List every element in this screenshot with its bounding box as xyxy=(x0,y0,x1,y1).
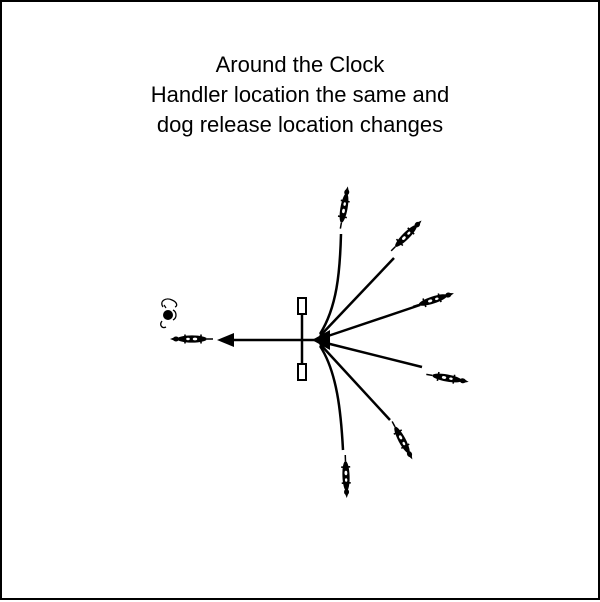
handler-icon xyxy=(160,298,178,329)
dog-icon xyxy=(424,369,471,388)
dog-icon xyxy=(339,454,353,499)
arrow-icon xyxy=(217,333,316,347)
arrow-icon xyxy=(312,330,330,350)
dog-icon xyxy=(387,418,418,463)
dog-icon xyxy=(169,333,214,345)
title-line-2: Handler location the same and xyxy=(150,82,450,107)
dog-icon xyxy=(335,184,354,231)
title-line-1: Around the Clock xyxy=(215,52,385,77)
title-line-3: dog release location changes xyxy=(156,112,444,137)
diagram-title: Around the Clock Handler location the sa… xyxy=(2,50,598,140)
dog-icon xyxy=(410,288,457,312)
release-paths xyxy=(318,233,423,451)
dog-icon xyxy=(387,216,426,255)
